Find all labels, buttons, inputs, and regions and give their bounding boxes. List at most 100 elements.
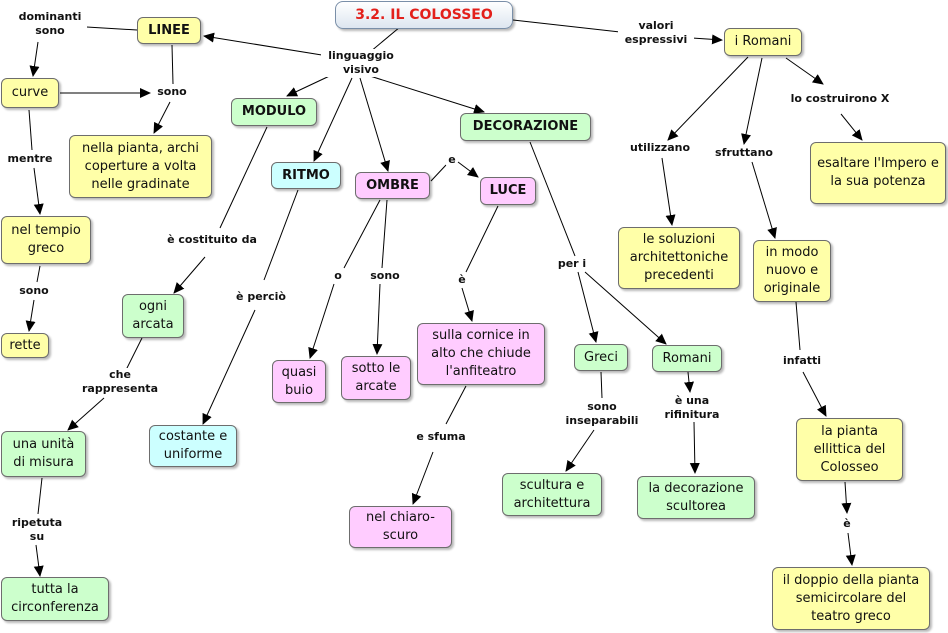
link-linguaggio-linee	[203, 32, 329, 57]
label-sono-inseparabili: sono inseparabili	[555, 400, 649, 428]
link-greci-inseparabili	[600, 371, 603, 399]
link-peri-romani	[584, 271, 667, 345]
link-decorazione-peri	[529, 141, 576, 257]
node-sotto-arcate[interactable]: sotto le arcate	[341, 356, 411, 400]
link-linguaggio-decorazione	[369, 75, 485, 114]
node-luce[interactable]: LUCE	[480, 177, 536, 205]
link-costruirono-esaltare	[840, 113, 863, 141]
link-iromani-sfruttano	[741, 57, 763, 145]
link-mentre-tempio	[33, 167, 44, 215]
link-curve-mentre	[28, 109, 33, 151]
label-e-doppio: è	[841, 517, 853, 531]
node-circonferenza[interactable]: tutta la circonferenza	[1, 577, 109, 621]
link-ombre-sono	[381, 199, 388, 269]
node-scultura[interactable]: scultura e architettura	[502, 473, 602, 516]
label-e-cornice: è	[456, 273, 468, 287]
link-costituito-arcata	[173, 256, 206, 294]
node-pianta-archi[interactable]: nella pianta, archi coperture a volta ne…	[69, 135, 212, 198]
link-dominanti-curve	[29, 41, 40, 77]
node-i-romani[interactable]: i Romani	[724, 28, 802, 56]
label-per-i: per i	[555, 257, 589, 271]
link-infatti-pianta	[802, 371, 827, 417]
node-ombre[interactable]: OMBRE	[355, 172, 430, 199]
label-sono-linee: sono	[155, 85, 189, 99]
node-modulo[interactable]: MODULO	[231, 98, 317, 126]
label-utilizzano: utilizzano	[627, 141, 693, 155]
node-linee[interactable]: LINEE	[137, 17, 201, 44]
link-unita-ripetuta	[37, 477, 43, 515]
node-pianta-ellittica[interactable]: la pianta ellittica del Colosseo	[796, 418, 903, 481]
link-sono-arcate	[372, 283, 383, 355]
label-infatti: infatti	[780, 354, 824, 368]
link-modulo-costituito	[219, 126, 268, 229]
link-ombre-e	[430, 164, 447, 182]
label-o: o	[332, 269, 344, 283]
label-ripetuta-su: ripetuta su	[5, 516, 69, 544]
link-peri-greci	[577, 271, 599, 343]
node-curve[interactable]: curve	[1, 78, 59, 108]
label-dominanti-sono: dominanti sono	[13, 10, 87, 38]
node-quasi-buio[interactable]: quasi buio	[272, 360, 326, 403]
link-iromani-costruirono	[785, 57, 824, 85]
label-e-percio: è perciò	[234, 290, 288, 304]
node-chiaroscuro[interactable]: nel chiaro-scuro	[349, 506, 452, 548]
link-tempio-sono	[36, 265, 41, 283]
link-rappresenta-unita	[67, 397, 105, 431]
node-ogni-arcata[interactable]: ogni arcata	[122, 294, 184, 338]
link-title-valori	[512, 19, 621, 33]
link-percio-costante	[202, 309, 256, 425]
link-rifinitura-scultorea	[689, 421, 700, 474]
link-luce-e	[465, 205, 499, 273]
link-sono-rette	[25, 299, 36, 332]
label-lo-costruirono-x: lo costruirono X	[788, 92, 892, 106]
link-inseparabili-scultura	[565, 429, 595, 472]
link-title-linguaggio	[369, 26, 401, 53]
link-modo-infatti	[795, 301, 801, 351]
node-esaltare[interactable]: esaltare l'Impero e la sua potenza	[810, 142, 946, 204]
link-iromani-utilizzano	[667, 56, 749, 141]
label-linguaggio-visivo: linguaggio visivo	[321, 49, 401, 77]
node-greci[interactable]: Greci	[574, 344, 628, 371]
node-decorazione-scultorea[interactable]: la decorazione scultorea	[637, 476, 755, 519]
label-sono-rette: sono	[17, 284, 51, 298]
link-linguaggio-ritmo	[313, 77, 353, 162]
node-unita-misura[interactable]: una unità di misura	[1, 431, 86, 477]
label-sono-ombre: sono	[368, 269, 402, 283]
label-che-rappresenta: che rappresenta	[70, 368, 170, 396]
node-cornice[interactable]: sulla cornice in alto che chiude l'anfit…	[417, 323, 545, 385]
label-e-sfuma: e sfuma	[414, 430, 468, 444]
link-ripetuta-circ	[33, 544, 44, 577]
label-e-luce: e	[446, 153, 458, 167]
label-e-una-rifinitura: è una rifinitura	[655, 394, 729, 422]
link-o-buio	[308, 283, 335, 359]
label-mentre: mentre	[5, 152, 55, 166]
link-pianta-e	[841, 481, 852, 514]
link-sfruttano-modo	[751, 161, 777, 239]
label-sfruttano: sfruttano	[713, 146, 775, 160]
link-ritmo-percio	[263, 189, 299, 281]
link-romani-rifinitura	[684, 371, 694, 393]
link-e-cornice	[461, 287, 474, 322]
node-doppio[interactable]: il doppio della pianta semicircolare del…	[772, 567, 930, 630]
link-arcata-rappresenta	[125, 337, 143, 371]
node-tempio-greco[interactable]: nel tempio greco	[1, 216, 91, 264]
label-costituito-da: è costituito da	[162, 233, 262, 247]
link-sono-pianta	[153, 101, 171, 134]
node-romani-dec[interactable]: Romani	[652, 345, 722, 372]
label-valori-espressivi: valori espressivi	[618, 19, 694, 47]
node-soluzioni[interactable]: le soluzioni architettoniche precedenti	[618, 227, 740, 289]
link-linguaggio-ombre	[359, 77, 390, 172]
link-linee-sono	[171, 44, 174, 85]
link-utilizzano-soluzioni	[661, 157, 676, 226]
title-node[interactable]: 3.2. IL COLOSSEO	[335, 1, 513, 29]
node-decorazione[interactable]: DECORAZIONE	[460, 113, 591, 141]
node-costante[interactable]: costante e uniforme	[149, 425, 237, 467]
node-ritmo[interactable]: RITMO	[271, 162, 341, 189]
node-rette[interactable]: rette	[1, 333, 49, 358]
link-cornice-sfuma	[445, 385, 467, 425]
link-valori-iromani	[691, 34, 723, 45]
node-modo-nuovo[interactable]: in modo nuovo e originale	[753, 240, 831, 302]
link-e-doppio	[845, 532, 856, 566]
link-ombre-o	[343, 199, 381, 269]
